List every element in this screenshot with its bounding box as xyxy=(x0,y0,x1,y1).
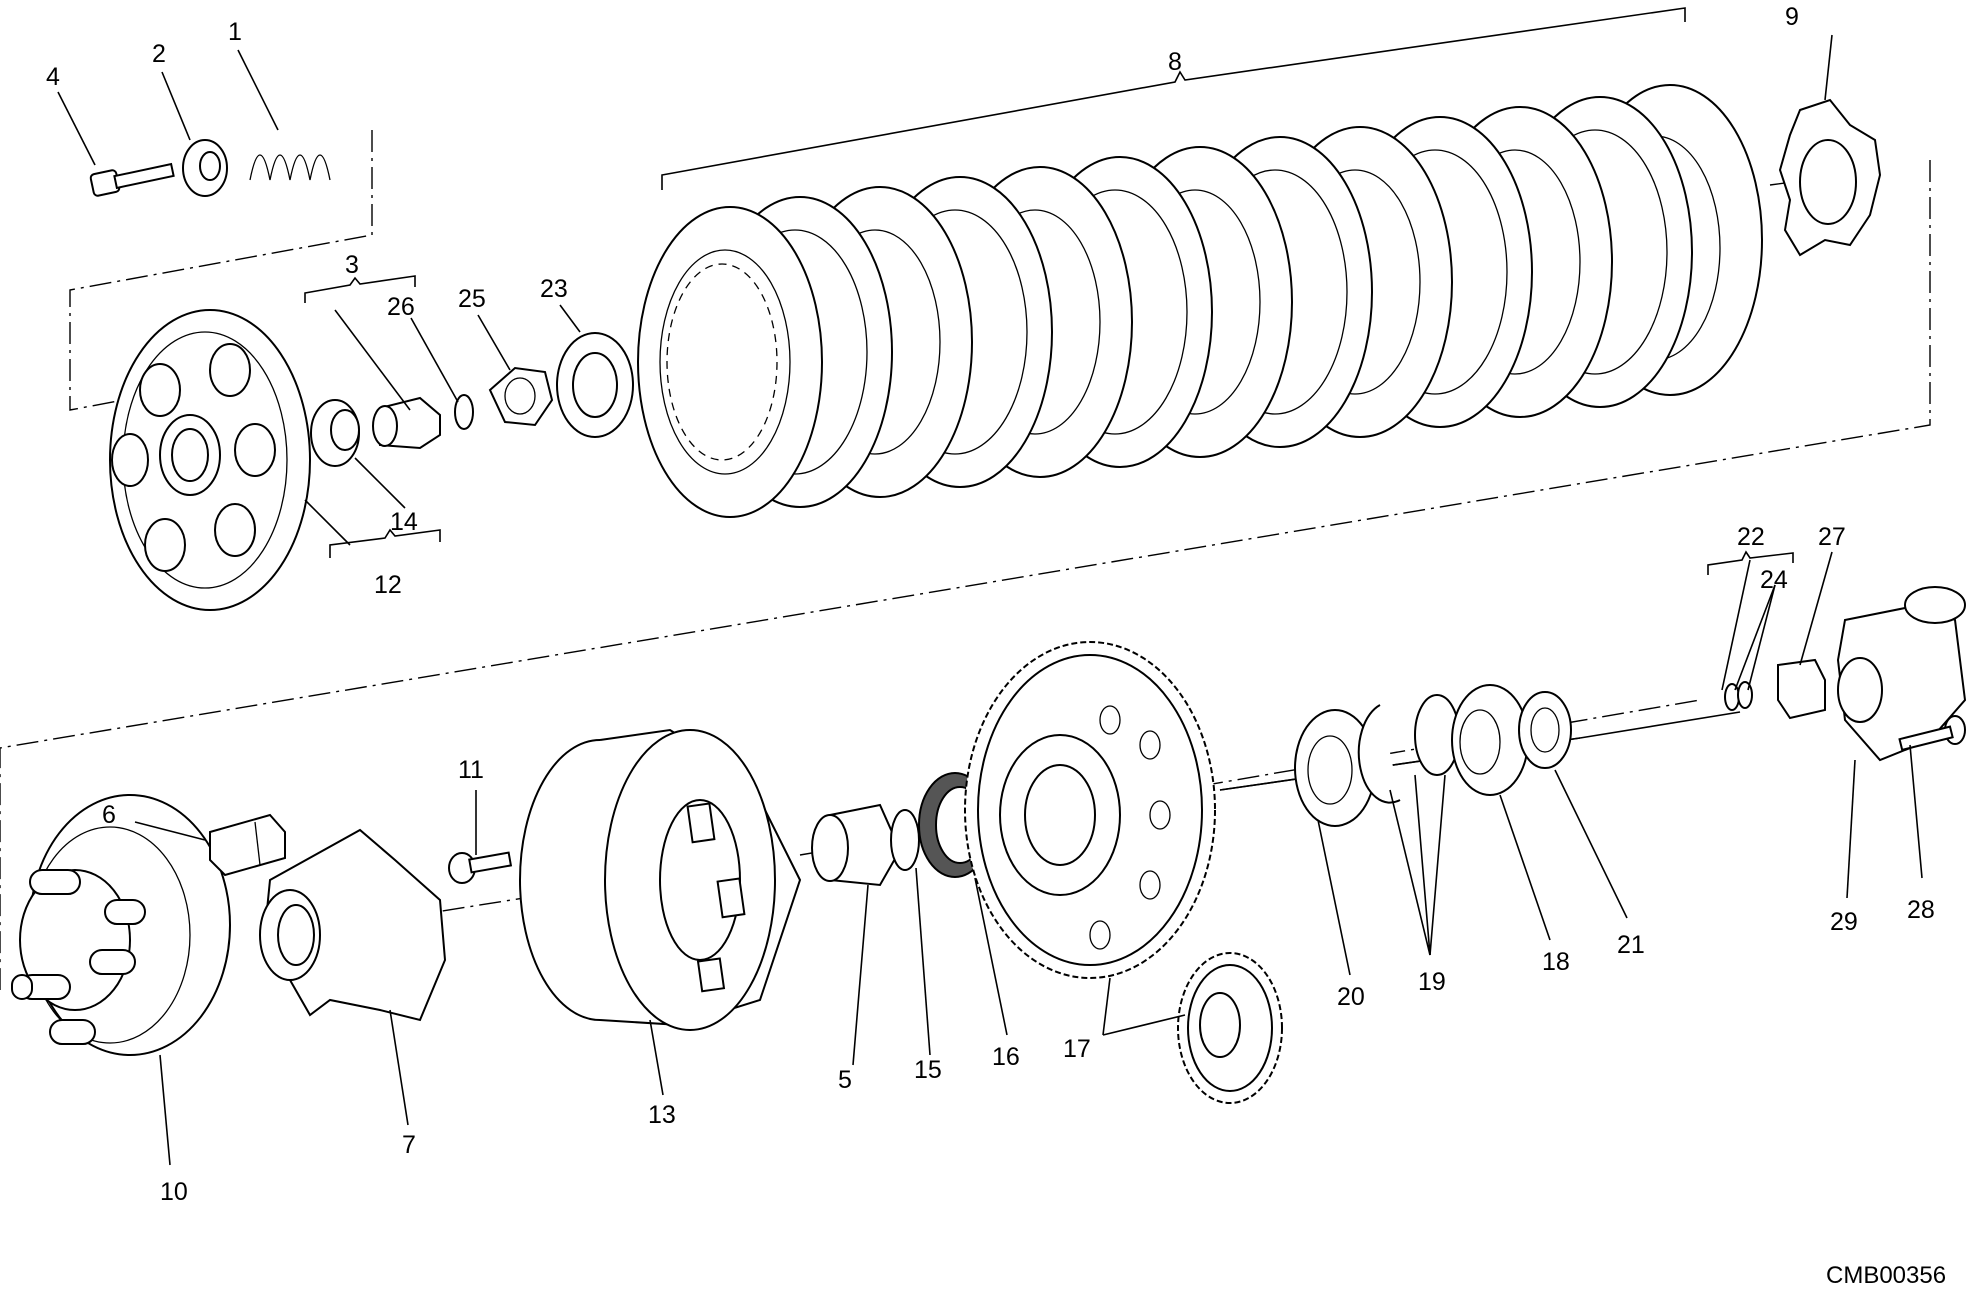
callout-5: 5 xyxy=(838,1066,852,1094)
callout-22: 22 xyxy=(1737,523,1765,551)
clutch-spring xyxy=(249,154,331,181)
spring-washer xyxy=(182,139,228,197)
retaining-plate xyxy=(1778,98,1882,257)
callout-9: 9 xyxy=(1785,3,1799,31)
callout-labels: 1 2 3 4 5 6 7 8 9 10 11 12 13 14 15 16 1… xyxy=(46,3,1935,1206)
callout-10: 10 xyxy=(160,1178,188,1206)
clutch-hub xyxy=(11,794,231,1056)
callout-28: 28 xyxy=(1907,896,1935,924)
callout-18: 18 xyxy=(1542,948,1570,976)
callout-4: 4 xyxy=(46,63,60,91)
callout-16: 16 xyxy=(992,1043,1020,1071)
pressure-plate xyxy=(109,309,311,611)
o-ring xyxy=(454,394,474,430)
callout-7: 7 xyxy=(402,1131,416,1159)
callout-29: 29 xyxy=(1830,908,1858,936)
hex-nut xyxy=(488,366,554,427)
primary-driven-gear xyxy=(964,641,1216,979)
bearing xyxy=(310,399,360,467)
slave-cylinder xyxy=(1836,586,1967,762)
circlip xyxy=(890,809,920,871)
callout-19: 19 xyxy=(1418,968,1446,996)
callout-26: 26 xyxy=(387,293,415,321)
callout-8: 8 xyxy=(1168,48,1182,76)
callout-13: 13 xyxy=(648,1101,676,1129)
pushrod-o-rings xyxy=(1724,681,1753,711)
callout-2: 2 xyxy=(152,40,166,68)
pushrod-cup xyxy=(372,396,441,450)
callout-15: 15 xyxy=(914,1056,942,1084)
ball-bearing-20 xyxy=(1294,709,1376,827)
damper-rubber xyxy=(209,813,286,877)
drawing-code: CMB00356 xyxy=(1826,1262,1946,1289)
housing-screw xyxy=(448,851,513,884)
circlip-19a xyxy=(1357,704,1401,804)
callout-17: 17 xyxy=(1063,1035,1091,1063)
callout-3: 3 xyxy=(345,251,359,279)
callout-23: 23 xyxy=(540,275,568,303)
clutch-plate-stack xyxy=(637,84,1763,518)
group-brackets xyxy=(304,7,1794,575)
callout-11: 11 xyxy=(458,756,484,784)
hub-flange xyxy=(259,828,447,1022)
clutch-housing-drum xyxy=(519,728,802,1031)
slave-piston xyxy=(1777,658,1826,720)
callout-27: 27 xyxy=(1818,523,1846,551)
callout-6: 6 xyxy=(102,801,116,829)
ball-bearing-18 xyxy=(1451,684,1529,796)
spacer-21 xyxy=(1518,691,1572,769)
callout-20: 20 xyxy=(1337,983,1365,1011)
callout-21: 21 xyxy=(1617,931,1645,959)
bushing xyxy=(811,803,902,887)
callout-24: 24 xyxy=(1760,566,1788,594)
callout-14: 14 xyxy=(390,508,418,536)
spacer xyxy=(556,332,634,438)
leader-lines xyxy=(57,34,1923,1166)
cap-screw xyxy=(89,162,175,197)
callout-12: 12 xyxy=(374,571,402,599)
pinion-gear xyxy=(1177,952,1283,1104)
callout-25: 25 xyxy=(458,285,486,313)
callout-1: 1 xyxy=(228,18,242,46)
slave-cylinder-screw xyxy=(1898,715,1966,752)
